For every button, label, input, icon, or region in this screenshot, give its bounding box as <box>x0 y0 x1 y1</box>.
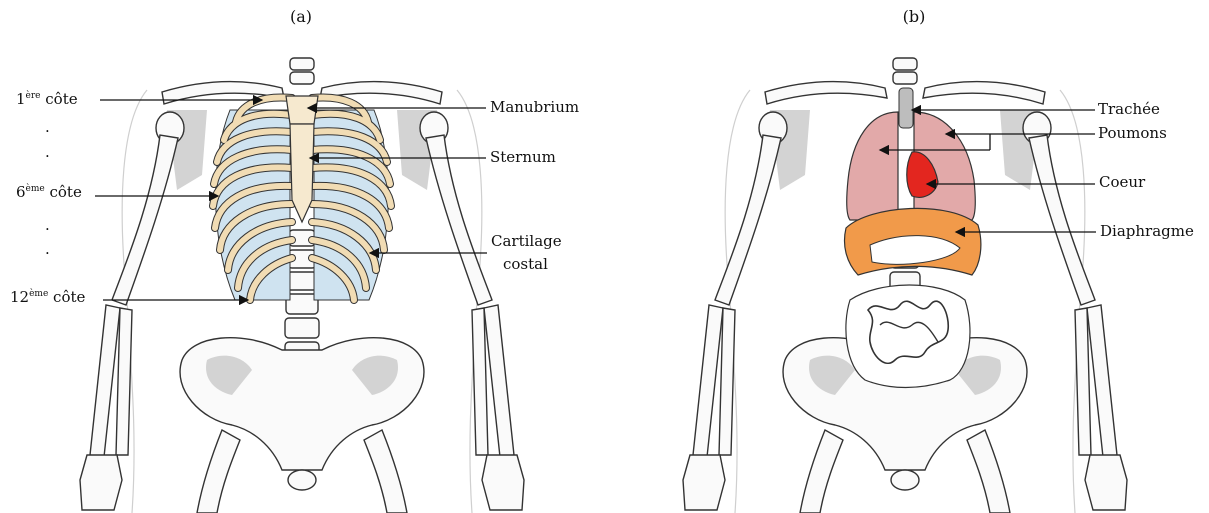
left-lung <box>847 112 898 220</box>
label-sternum: Sternum <box>490 148 556 166</box>
label-1st-rib: 1ère côte <box>16 90 78 108</box>
panel-b: (b) Trachée Poumons Coeur Diaphragme <box>683 7 1194 513</box>
label-diaphragm: Diaphragme <box>1100 222 1194 240</box>
panel-a: (a) <box>10 7 579 513</box>
label-heart: Coeur <box>1099 173 1146 191</box>
label-cartilage-line1: Cartilage <box>491 232 562 250</box>
trachea <box>899 88 913 128</box>
dot: . <box>45 240 50 258</box>
label-12th-rib: 12ème côte <box>10 288 86 306</box>
manubrium <box>286 96 318 124</box>
intestines <box>846 285 970 388</box>
dot: . <box>45 118 50 136</box>
dot: . <box>45 143 50 161</box>
panel-b-caption: (b) <box>903 7 926 26</box>
label-6th-rib: 6ème côte <box>16 183 82 201</box>
label-lungs: Poumons <box>1098 124 1167 142</box>
rib-cage <box>213 96 391 300</box>
label-cartilage-line2: costal <box>503 255 548 273</box>
label-manubrium: Manubrium <box>490 98 579 116</box>
label-trachea: Trachée <box>1098 100 1160 118</box>
panel-a-caption: (a) <box>290 7 312 26</box>
dot: . <box>45 216 50 234</box>
